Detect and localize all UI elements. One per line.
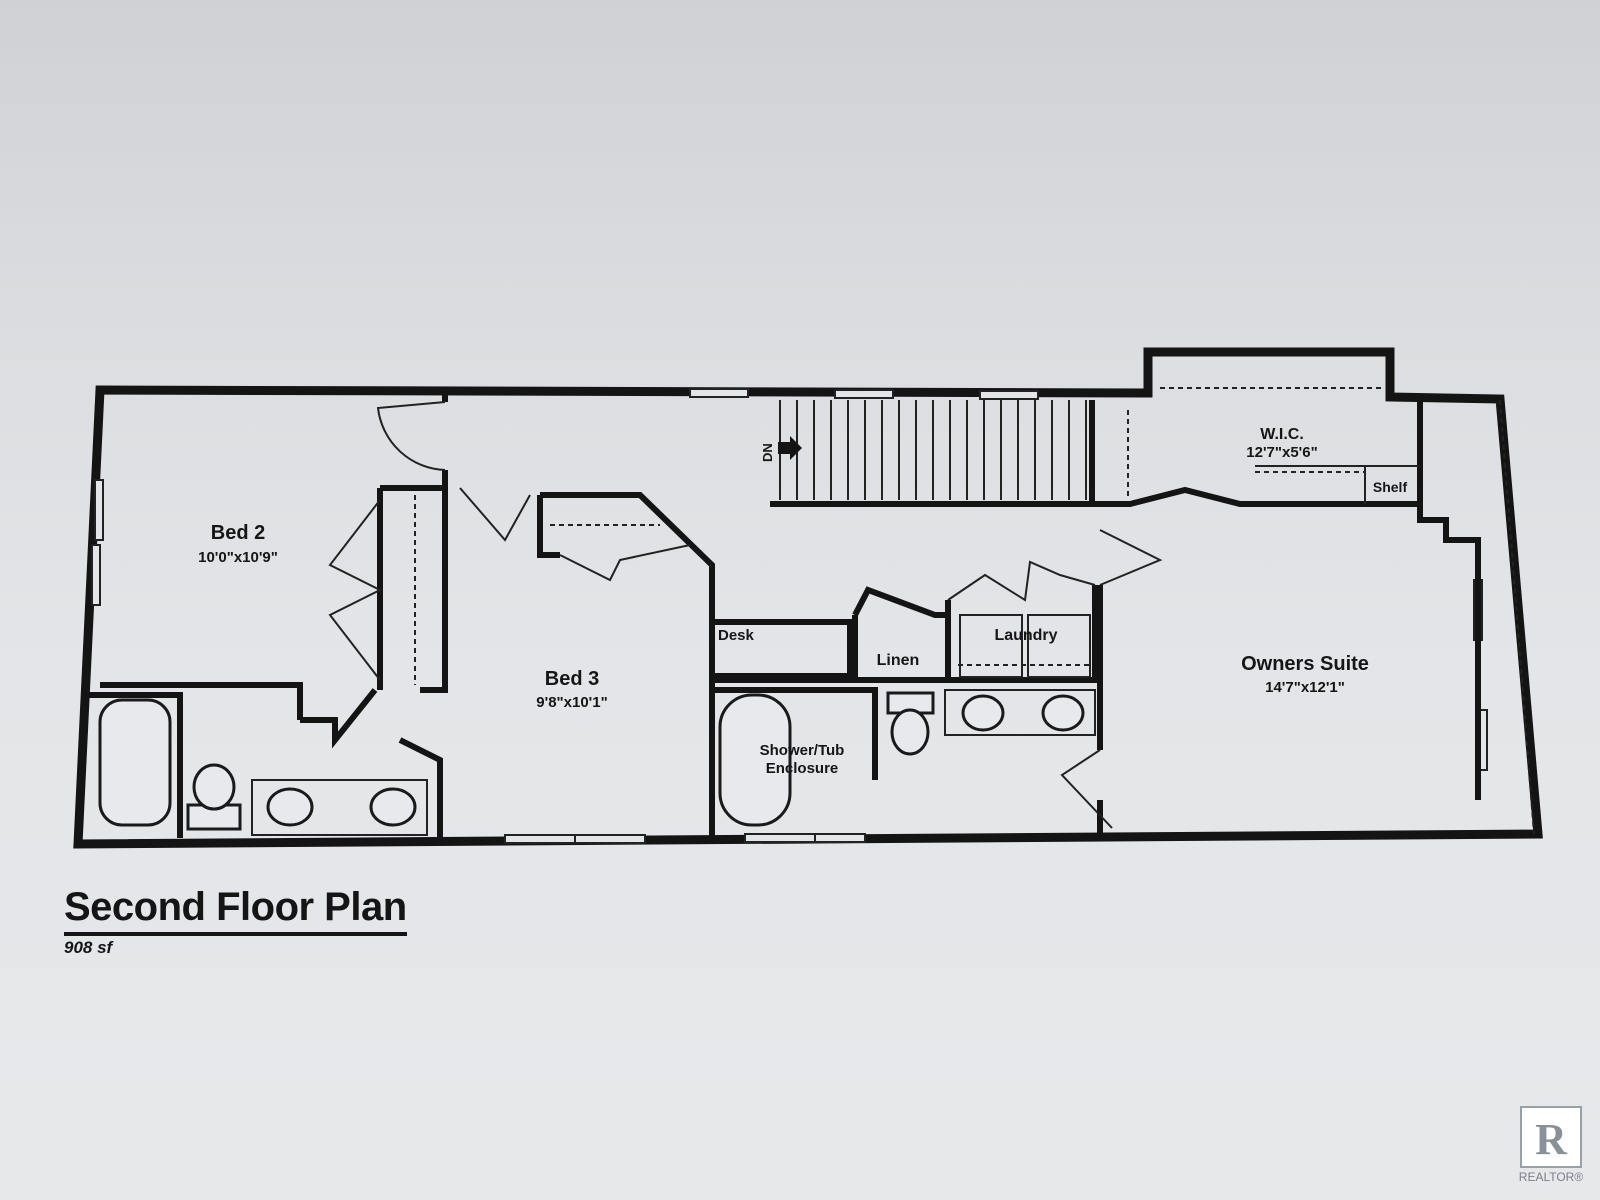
bed2-wall (100, 485, 448, 720)
master-toilet-bowl (890, 708, 930, 756)
bath2-sink-left (266, 787, 314, 827)
linen-label: Linen (877, 652, 920, 669)
bed2-closet-doors (328, 499, 383, 681)
owners-suite-size: 14'7"x12'1" (1265, 679, 1345, 696)
bath2-toilet-bowl (192, 763, 236, 811)
bed3-wall (537, 492, 715, 840)
master-sink-left (961, 694, 1005, 732)
shower-tub (718, 693, 792, 827)
bed2-door-swing (376, 401, 446, 471)
shelf-label: Shelf (1373, 479, 1408, 495)
desk-wall (712, 619, 853, 679)
bath2-wall (300, 688, 443, 840)
wic-size: 12'7"x5'6" (1246, 444, 1317, 461)
owners-suite-label: Owners Suite (1241, 653, 1369, 675)
realtor-logo: R REALTOR® (1516, 1106, 1586, 1184)
bath2-vanity (251, 779, 428, 836)
desk-label: Desk (718, 627, 755, 644)
windows (91, 388, 1488, 844)
bed3-label: Bed 3 (545, 668, 599, 690)
stairs (770, 400, 1095, 507)
bed3-size: 9'8"x10'1" (536, 694, 607, 711)
shower-wall (712, 687, 878, 780)
owners-bay-wall (1417, 402, 1481, 800)
wic-wall (1092, 486, 1420, 507)
bay-dashed-line (1499, 399, 1535, 835)
laundry-doors (947, 560, 1096, 602)
master-bath-door (1060, 749, 1113, 829)
master-sink-right (1041, 694, 1085, 732)
bath2-tub-wall (88, 692, 183, 838)
realtor-brand-text: REALTOR® (1518, 1170, 1584, 1184)
shower-label-line1: Shower/Tub (760, 742, 845, 759)
wic-shelf (1255, 465, 1420, 504)
dryer (1027, 614, 1091, 678)
plan-title: Second Floor Plan (64, 885, 407, 936)
bed2-size: 10'0"x10'9" (198, 549, 278, 566)
bed3-closet-doors (559, 544, 691, 582)
bath2-sink-right (369, 787, 417, 827)
realtor-r-icon: R (1520, 1106, 1582, 1168)
bed3-door-swing (459, 487, 531, 542)
plan-area: 908 sf (64, 938, 113, 957)
washer (959, 614, 1023, 678)
stairs-down-label: DN (760, 443, 775, 462)
master-vanity (944, 689, 1096, 736)
wic-label: W.I.C. (1260, 426, 1304, 443)
laundry-label: Laundry (994, 627, 1057, 644)
laundry-wall (945, 585, 1098, 680)
bath2-tub (98, 698, 172, 827)
shower-label-line2: Enclosure (766, 760, 839, 777)
owners-door-swing (1099, 529, 1163, 586)
bed2-label: Bed 2 (211, 522, 265, 544)
title-block: Second Floor Plan 908 sf (64, 885, 407, 958)
